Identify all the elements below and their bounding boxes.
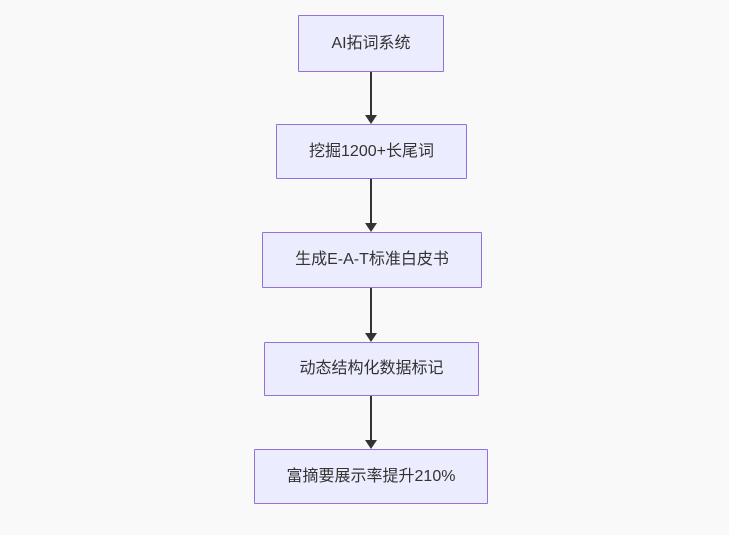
flow-node-longtail-keywords: 挖掘1200+长尾词 [276, 124, 467, 179]
flow-node-ai-keyword-system: AI拓词系统 [298, 15, 444, 72]
arrowhead-down-icon [365, 115, 377, 124]
edge-line [370, 288, 372, 333]
flow-node-label: 富摘要展示率提升210% [286, 467, 456, 485]
flow-node-label: 挖掘1200+长尾词 [309, 142, 434, 160]
flow-node-label: 生成E-A-T标准白皮书 [295, 251, 449, 268]
flow-node-rich-snippet-rate: 富摘要展示率提升210% [254, 449, 488, 504]
flow-node-structured-data-markup: 动态结构化数据标记 [264, 342, 479, 396]
edge-line [370, 179, 372, 223]
flow-edge-4 [365, 396, 377, 449]
flow-edge-2 [365, 179, 377, 232]
edge-line [370, 72, 372, 115]
arrowhead-down-icon [365, 440, 377, 449]
flow-edge-3 [365, 288, 377, 342]
arrowhead-down-icon [365, 223, 377, 232]
arrowhead-down-icon [365, 333, 377, 342]
flow-node-eat-whitepaper: 生成E-A-T标准白皮书 [262, 232, 482, 288]
flow-node-label: 动态结构化数据标记 [299, 360, 444, 377]
flow-edge-1 [365, 72, 377, 124]
flow-node-label: AI拓词系统 [331, 34, 411, 52]
edge-line [370, 396, 372, 440]
